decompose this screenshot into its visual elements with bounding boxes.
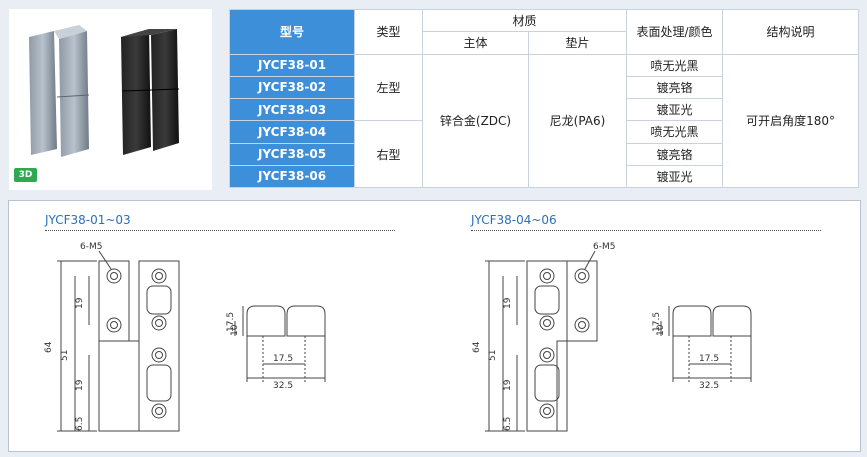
header-body: 主体 (422, 31, 529, 55)
header-finish: 表面处理/颜色 (626, 9, 724, 55)
dim-10: 10 (656, 324, 666, 336)
model-cell: JYCF38-05 (229, 142, 355, 166)
type-right-cell: 右型 (354, 120, 423, 188)
finish-cell: 喷无光黑 (626, 53, 724, 77)
dim-6-5: 6.5 (75, 417, 85, 431)
dim-51: 51 (488, 350, 498, 361)
header-material: 材质 (421, 8, 628, 33)
dim-19-top: 19 (503, 297, 513, 309)
dim-10: 10 (230, 324, 240, 336)
left-side-view: 17.5 10 17.5 32.5 (226, 305, 326, 391)
spec-table: 型号 类型 材质 表面处理/颜色 结构说明 主体 垫片 JYCF38-01 左型… (229, 8, 860, 189)
dim-64: 64 (472, 341, 482, 353)
dim-17-5: 17.5 (652, 312, 662, 332)
3d-badge: 3D (14, 168, 37, 182)
dim-19-bottom: 19 (503, 379, 513, 391)
model-cell: JYCF38-03 (229, 97, 355, 122)
left-title-underline (45, 230, 395, 231)
dim-64: 64 (44, 341, 54, 353)
model-cell: JYCF38-02 (229, 75, 355, 100)
right-front-view: 6-M5 64 51 19 19 6.5 (472, 242, 615, 432)
product-photo: 3D (9, 9, 212, 190)
dim-32-5: 32.5 (273, 381, 293, 391)
finish-cell: 镀亮铬 (626, 142, 724, 166)
dim-17-5: 17.5 (226, 312, 236, 332)
hole-label: 6-M5 (593, 242, 615, 252)
gasket-material-cell: 尼龙(PA6) (527, 53, 628, 188)
finish-cell: 镀亮铬 (626, 75, 724, 100)
hinge-photo-image (29, 25, 180, 157)
model-cell: JYCF38-04 (229, 120, 355, 144)
left-front-view: 6-M5 64 51 19 19 6.5 (44, 242, 180, 432)
type-left-cell: 左型 (354, 53, 423, 122)
header-model: 型号 (229, 9, 355, 55)
structure-cell: 可开启角度180° (722, 53, 860, 188)
dim-17-5-h: 17.5 (699, 354, 719, 364)
drawing-panel: JYCF38-01~03 JYCF38-04~06 6-M5 64 51 (8, 200, 861, 452)
hole-label: 6-M5 (80, 242, 102, 252)
right-title-underline (471, 230, 821, 231)
left-drawing-title: JYCF38-01~03 (45, 213, 131, 227)
finish-cell: 喷无光黑 (626, 120, 724, 144)
dim-32-5: 32.5 (699, 381, 719, 391)
right-side-view: 17.5 10 17.5 32.5 (652, 305, 752, 391)
header-structure: 结构说明 (722, 9, 860, 55)
finish-cell: 镀亚光 (626, 97, 724, 122)
finish-cell: 镀亚光 (626, 164, 724, 189)
model-cell: JYCF38-06 (229, 164, 355, 189)
dim-19-top: 19 (75, 297, 85, 309)
model-cell: JYCF38-01 (229, 53, 355, 77)
dim-17-5-h: 17.5 (273, 354, 293, 364)
header-gasket: 垫片 (527, 31, 628, 55)
dim-6-5: 6.5 (503, 417, 513, 431)
dim-51: 51 (60, 350, 70, 361)
product-header: 3D 型号 类型 材质 表面处理/颜色 结构说明 主体 垫片 JYCF38-01… (0, 0, 867, 196)
body-material-cell: 锌合金(ZDC) (422, 53, 529, 188)
header-type: 类型 (354, 9, 423, 55)
right-drawing-title: JYCF38-04~06 (471, 213, 557, 227)
dim-19-bottom: 19 (75, 379, 85, 391)
